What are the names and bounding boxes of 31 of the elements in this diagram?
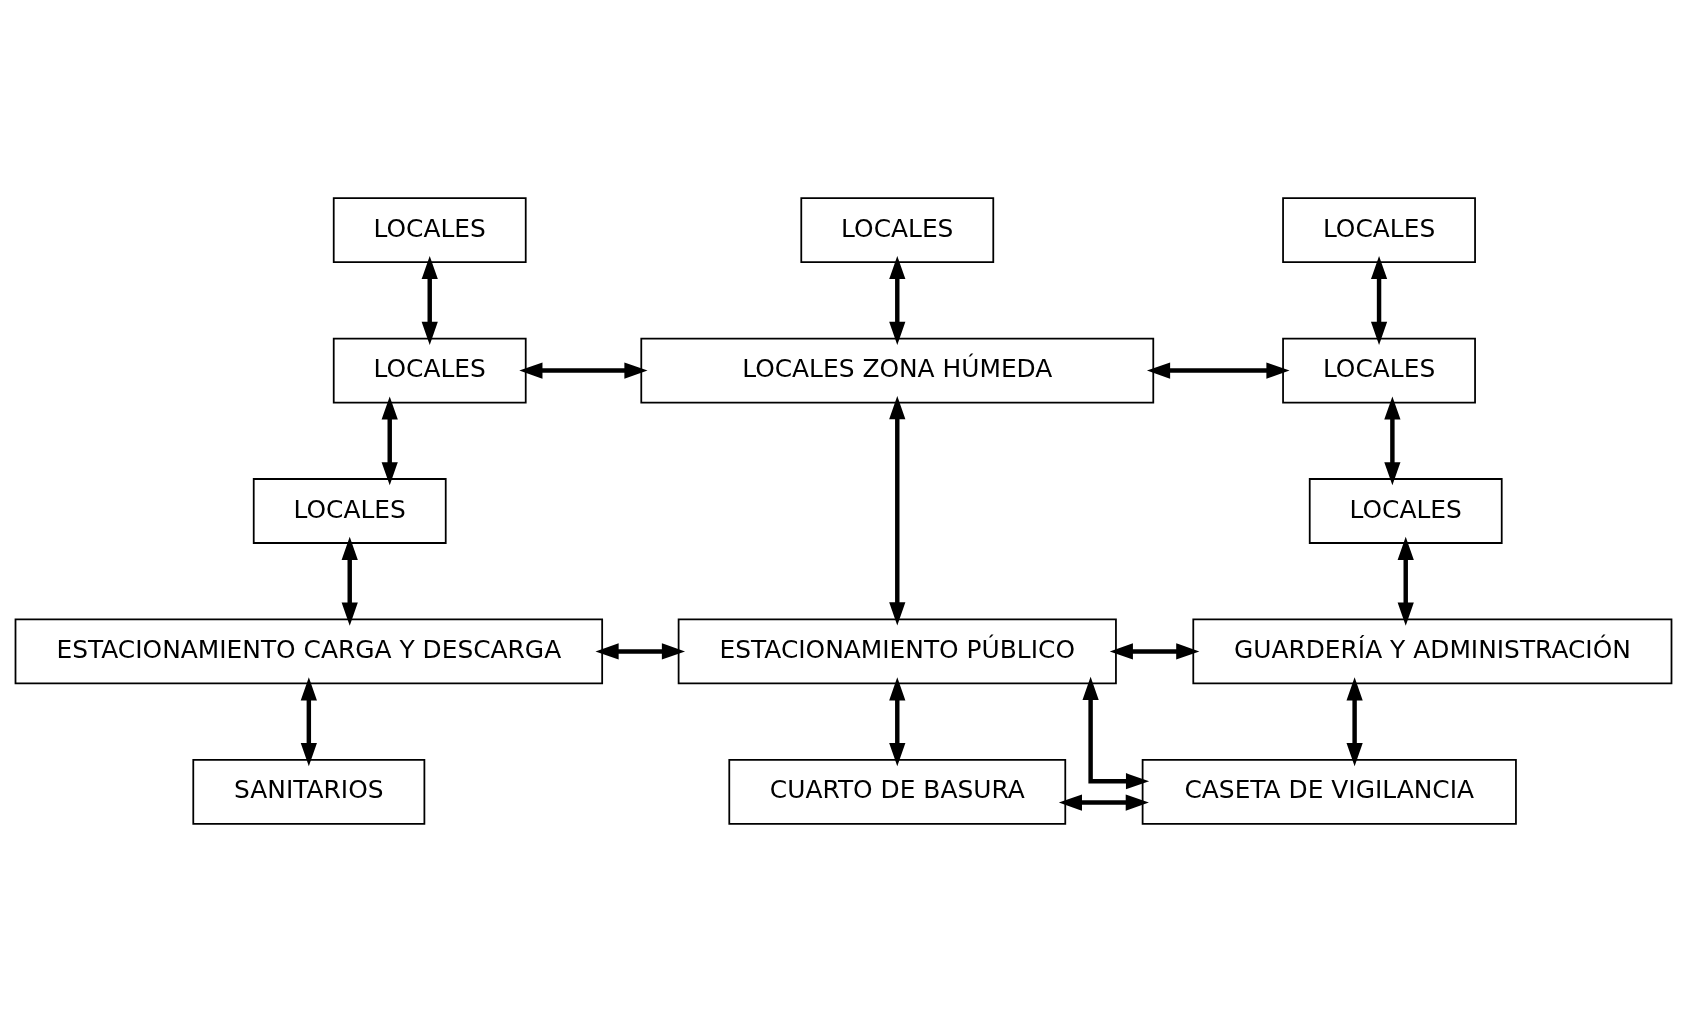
node-box: CUARTO DE BASURA — [728, 758, 1067, 825]
node-box: LOCALES — [800, 196, 995, 263]
node-box: LOCALES — [1282, 196, 1476, 263]
node-box: CASETA DE VIGILANCIA — [1141, 758, 1517, 825]
node-box: ESTACIONAMIENTO PÚBLICO — [677, 618, 1117, 684]
arrow — [519, 361, 648, 379]
node-box: GUARDERÍA Y ADMINISTRACIÓN — [1192, 618, 1673, 684]
node-box: LOCALES ZONA HÚMEDA — [640, 337, 1155, 403]
arrow — [1346, 676, 1363, 766]
arrow — [421, 255, 438, 345]
arrow — [889, 255, 906, 345]
arrow — [1370, 255, 1388, 345]
arrow — [300, 676, 317, 766]
arrow — [341, 536, 358, 626]
arrow — [1384, 395, 1401, 485]
arrow — [1397, 536, 1414, 626]
node-box: LOCALES — [332, 337, 527, 403]
arrow — [595, 642, 686, 660]
arrow — [1082, 676, 1150, 789]
node-box: LOCALES — [332, 196, 527, 263]
arrow — [889, 676, 906, 766]
node-box: LOCALES — [252, 477, 447, 544]
arrow — [1058, 793, 1149, 811]
node-box: LOCALES — [1308, 477, 1503, 544]
node-box: SANITARIOS — [192, 758, 426, 825]
arrow — [381, 395, 398, 485]
arrow — [1146, 361, 1290, 379]
arrow — [1109, 642, 1200, 660]
node-box: ESTACIONAMIENTO CARGA Y DESCARGA — [14, 618, 604, 684]
node-box: LOCALES — [1282, 337, 1476, 403]
arrow — [889, 395, 906, 625]
